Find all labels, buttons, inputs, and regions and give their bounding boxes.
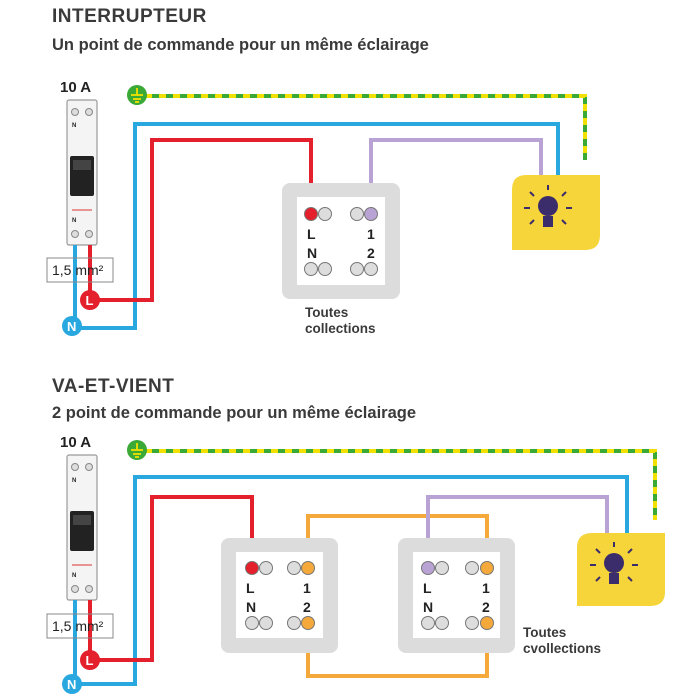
svg-text:L: L xyxy=(86,293,94,308)
section2-cable-box xyxy=(46,613,114,639)
svg-text:1: 1 xyxy=(303,580,311,596)
svg-text:N: N xyxy=(67,677,76,692)
switch-plate-a: L 1 N 2 xyxy=(221,538,338,653)
phase-badge: L xyxy=(80,650,100,670)
breaker2-rating: 10 A xyxy=(60,434,91,451)
breaker-icon: 10 A N N xyxy=(60,79,98,246)
section2-subtitle: 2 point de commande pour un même éclaira… xyxy=(52,404,416,422)
earth-icon xyxy=(127,85,147,105)
neutral-badge: N xyxy=(62,674,82,694)
section1-cable-label: 1,5 mm² xyxy=(52,262,104,278)
neutral-badge: N xyxy=(62,316,82,336)
section1-caption-line2: collections xyxy=(305,321,376,336)
svg-text:1: 1 xyxy=(367,226,375,242)
section1-subtitle: Un point de commande pour un même éclair… xyxy=(52,36,429,54)
breaker2-n-bottom: N xyxy=(72,573,76,579)
svg-text:N: N xyxy=(246,599,256,615)
breaker1-n-bottom: N xyxy=(72,218,76,224)
svg-text:2: 2 xyxy=(303,599,311,615)
section1-caption-line1: Toutes xyxy=(305,305,348,320)
breaker1-rating: 10 A xyxy=(60,79,91,96)
svg-text:2: 2 xyxy=(482,599,490,615)
svg-text:2: 2 xyxy=(367,245,375,261)
svg-text:L: L xyxy=(307,226,316,242)
svg-text:N: N xyxy=(67,319,76,334)
svg-text:L: L xyxy=(423,580,432,596)
svg-text:1: 1 xyxy=(482,580,490,596)
section1-cable-box xyxy=(46,257,114,283)
earth-icon xyxy=(127,440,147,460)
section2-caption-line1: Toutes xyxy=(523,625,566,640)
lamp-icon xyxy=(512,175,600,250)
breaker2-n-top: N xyxy=(72,478,76,484)
svg-text:N: N xyxy=(307,245,317,261)
section2-title: VA-ET-VIENT xyxy=(52,376,174,397)
svg-text:N: N xyxy=(423,599,433,615)
section1-title: INTERRUPTEUR xyxy=(52,6,207,27)
breaker-icon: 10 A N N xyxy=(60,434,98,601)
breaker1-n-top: N xyxy=(72,123,76,129)
section2-cable-label: 1,5 mm² xyxy=(52,618,104,634)
section2-caption-line2: cvollections xyxy=(523,641,601,656)
svg-text:L: L xyxy=(86,653,94,668)
phase-badge: L xyxy=(80,290,100,310)
switch-plate-b: L 1 N 2 xyxy=(398,538,515,653)
svg-text:L: L xyxy=(246,580,255,596)
switch-plate: L 1 N 2 xyxy=(282,183,400,299)
lamp-icon xyxy=(577,533,665,606)
